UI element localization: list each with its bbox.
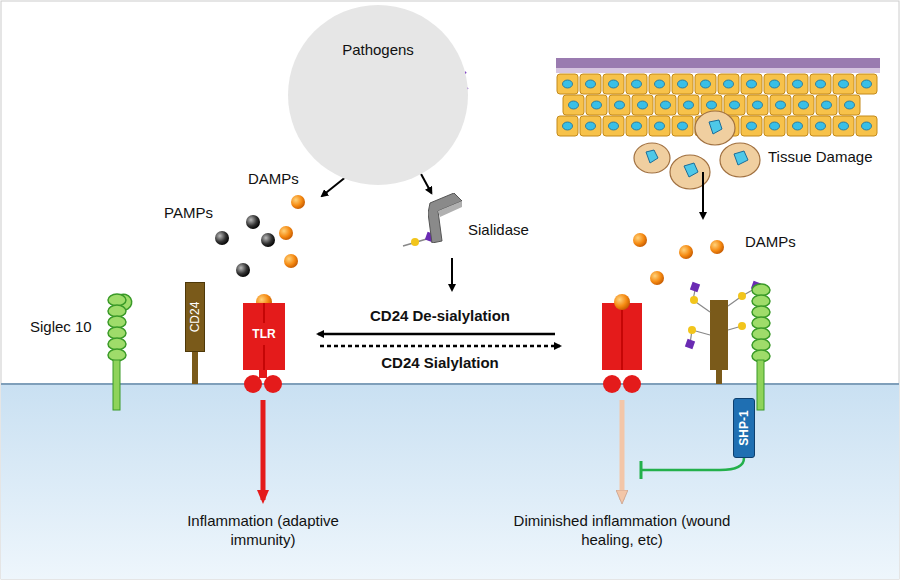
node-shape: SHP-1 <box>733 398 755 458</box>
node-shape: Sialidase <box>428 193 462 243</box>
node-shape: CD24 <box>185 282 205 352</box>
annotation-label: Tissue Damage <box>768 148 873 167</box>
node-label: CD24 <box>188 302 202 333</box>
connector-arrow <box>421 174 431 193</box>
node-shape: TLR <box>243 303 285 370</box>
node-label: Sialidase <box>468 221 529 238</box>
annotation-label: DAMPs <box>745 233 796 252</box>
annotation-label: Inflammation (adaptive immunity) <box>183 512 343 550</box>
annotation-label: CD24 Sialylation <box>330 354 550 373</box>
annotation-label: DAMPs <box>248 170 299 189</box>
node-label: SHP-1 <box>737 410 751 445</box>
node-label: Pathogens <box>288 41 468 58</box>
annotation-label: CD24 De-sialylation <box>330 307 550 326</box>
annotation-label: PAMPs <box>164 204 213 223</box>
annotation-label: Diminished inflammation (wound healing, … <box>502 512 742 550</box>
node-shape: Pathogens <box>288 5 468 185</box>
annotation-label: Siglec 10 <box>30 318 92 337</box>
node-label: TLR <box>243 327 285 341</box>
